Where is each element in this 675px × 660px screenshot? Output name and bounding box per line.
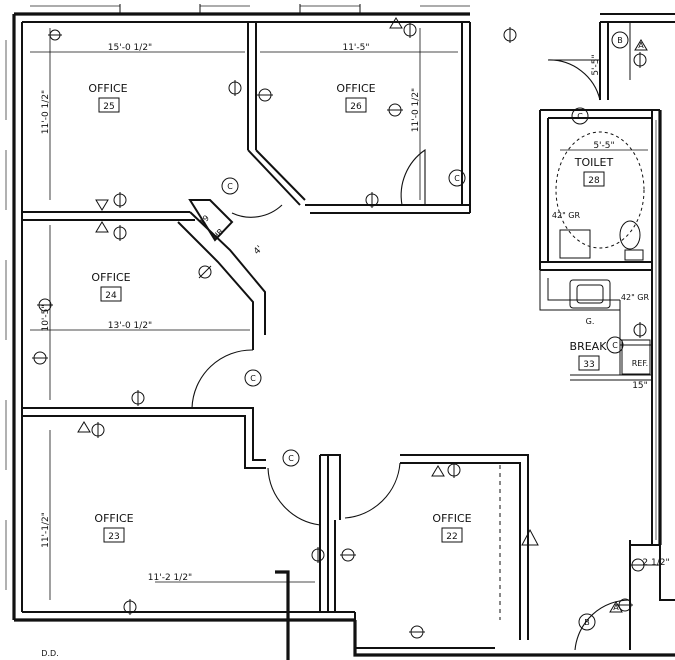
- door-tag-letter: B: [584, 618, 590, 627]
- room-label: OFFICE: [91, 271, 130, 284]
- room-number: 26: [350, 102, 362, 112]
- room-number: 33: [583, 360, 594, 370]
- counter-note: 42" GR: [621, 293, 650, 302]
- door-office-22: [344, 462, 401, 519]
- dimension-label: 11'-0 1/2": [41, 90, 51, 134]
- door-tag-letter: B: [617, 36, 623, 45]
- door-tag-letter: C: [250, 374, 256, 383]
- room-label: TOILET: [574, 156, 614, 169]
- room-number: 23: [108, 532, 119, 542]
- door-toilet: [547, 59, 601, 101]
- room-number: 28: [588, 176, 600, 186]
- dimension-label: 15": [632, 381, 648, 391]
- door-tag-letter: C: [288, 454, 294, 463]
- doors: [191, 59, 631, 651]
- room-label: BREAK: [570, 340, 608, 353]
- door-office-26: [400, 148, 426, 206]
- room-number: 25: [103, 102, 114, 112]
- room-label: OFFICE: [94, 512, 133, 525]
- room-labels: OFFICE 25 OFFICE 26 TOILET 28 OFFICE 24 …: [88, 82, 614, 543]
- marker-letter: A: [613, 603, 619, 612]
- door-office-23: [267, 467, 321, 526]
- door-tag: [448, 169, 466, 187]
- corner-note: D.D.: [41, 649, 58, 658]
- door-tag-letter: C: [577, 112, 583, 121]
- door-office-24: [191, 349, 254, 409]
- door-tag: [282, 449, 300, 467]
- exterior-walls: [5, 4, 675, 657]
- room-label: OFFICE: [432, 512, 471, 525]
- door-tag: [578, 613, 596, 631]
- dimension-label: 11'-5": [342, 43, 369, 53]
- dimension-label: 10'-5": [41, 304, 51, 331]
- door-tag: [571, 107, 589, 125]
- door-tags: [221, 31, 629, 631]
- refrigerator-note: REF.: [632, 359, 648, 368]
- electrical-devices: [32, 17, 648, 639]
- interior-walls: [22, 22, 660, 640]
- dimension-label: 13'-0 1/2": [108, 321, 152, 331]
- door-tag-letter: C: [227, 182, 233, 191]
- door-tag: [244, 369, 262, 387]
- dimension-lines: [30, 28, 650, 600]
- dimension-label: 2 1/2": [642, 558, 669, 568]
- dimension-label: 15'-0 1/2": [108, 43, 152, 53]
- dimension-label: 5'-5": [591, 54, 601, 75]
- grab-bar-note: 42" GR: [552, 211, 581, 220]
- notes: 42" GR 42" GR G. REF. D.D.: [41, 211, 649, 658]
- dimension-label: 11'-1/2": [41, 512, 51, 548]
- door-tag: [606, 336, 624, 354]
- door-lower-right: [574, 599, 631, 651]
- break-note: G.: [586, 317, 595, 326]
- room-label: OFFICE: [88, 82, 127, 95]
- dimension-label: 11'-2 1/2": [148, 573, 192, 583]
- dimension-label: 11'-0 1/2": [411, 88, 421, 132]
- room-number: 22: [446, 532, 457, 542]
- tag-letters: C C C C C C B B A A: [227, 36, 644, 627]
- dimension-label: 5'-5": [593, 141, 614, 151]
- marker-letter: A: [638, 41, 644, 50]
- room-number: 24: [105, 291, 117, 301]
- door-tag: [611, 31, 629, 49]
- door-tag-letter: C: [454, 174, 460, 183]
- dimension-labels: 15'-0 1/2" 11'-5" 11'-0 1/2" 11'-0 1/2" …: [41, 43, 670, 583]
- door-office-25: [231, 204, 283, 218]
- closet-name: HB: [211, 227, 226, 242]
- door-tag: [221, 177, 239, 195]
- fixtures: [275, 131, 651, 660]
- room-label: OFFICE: [336, 82, 375, 95]
- door-tag-letter: C: [612, 341, 618, 350]
- closet-label: 19 HB: [197, 213, 225, 241]
- dimension-label: 4': [252, 244, 265, 257]
